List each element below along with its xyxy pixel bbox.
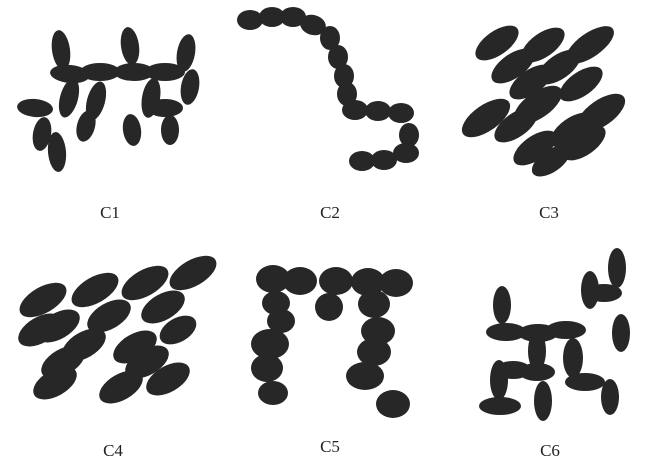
c4-cell-cluster <box>13 249 222 411</box>
c2-cell-10 <box>365 101 391 121</box>
c4-cell-4 <box>164 249 222 298</box>
c6-cell-4 <box>546 321 586 339</box>
c6-cell-10 <box>612 314 630 352</box>
c1-cell-16 <box>121 113 143 147</box>
c5-cell-5 <box>379 269 413 297</box>
c6-cell-17 <box>601 379 619 415</box>
panel-label-c2: C2 <box>320 203 340 222</box>
c6-cell-15 <box>479 397 521 415</box>
c1-cell-cluster <box>16 26 202 173</box>
c5-cell-16 <box>376 390 410 418</box>
c1-cell-18 <box>161 115 179 145</box>
c3-cell-cluster <box>456 19 632 183</box>
c6-cell-14 <box>534 381 552 421</box>
c2-cell-11 <box>388 103 414 123</box>
c6-cell-16 <box>565 373 605 391</box>
c1-cell-1 <box>49 29 72 71</box>
c1-cell-17 <box>147 99 183 117</box>
c5-cell-8 <box>315 293 343 321</box>
c5-cell-14 <box>357 338 391 366</box>
c5-cell-10 <box>251 354 283 382</box>
panel-label-c5: C5 <box>320 437 340 456</box>
c6-cell-1 <box>493 286 511 324</box>
c2-cell-1 <box>237 10 263 30</box>
c1-cell-9 <box>55 76 83 119</box>
c5-cell-3 <box>319 267 353 295</box>
c5-cell-11 <box>258 381 288 405</box>
c6-cell-7 <box>608 248 626 288</box>
c1-cell-4 <box>118 26 141 66</box>
c2-cell-cluster <box>237 7 419 171</box>
panel-label-c1: C1 <box>100 203 120 222</box>
panel-label-c3: C3 <box>539 203 559 222</box>
c6-cell-13 <box>519 363 555 381</box>
c2-cell-9 <box>342 100 368 120</box>
c1-cell-12 <box>16 97 53 118</box>
c5-cell-12 <box>358 290 390 318</box>
panel-label-c4: C4 <box>103 441 123 460</box>
panel-label-c6: C6 <box>540 441 560 460</box>
c6-cell-cluster <box>479 248 630 421</box>
c5-cell-cluster <box>251 265 413 418</box>
c6-cell-9 <box>563 338 583 378</box>
c2-cell-15 <box>349 151 375 171</box>
c5-cell-2 <box>283 267 317 295</box>
c5-cell-15 <box>346 362 384 390</box>
